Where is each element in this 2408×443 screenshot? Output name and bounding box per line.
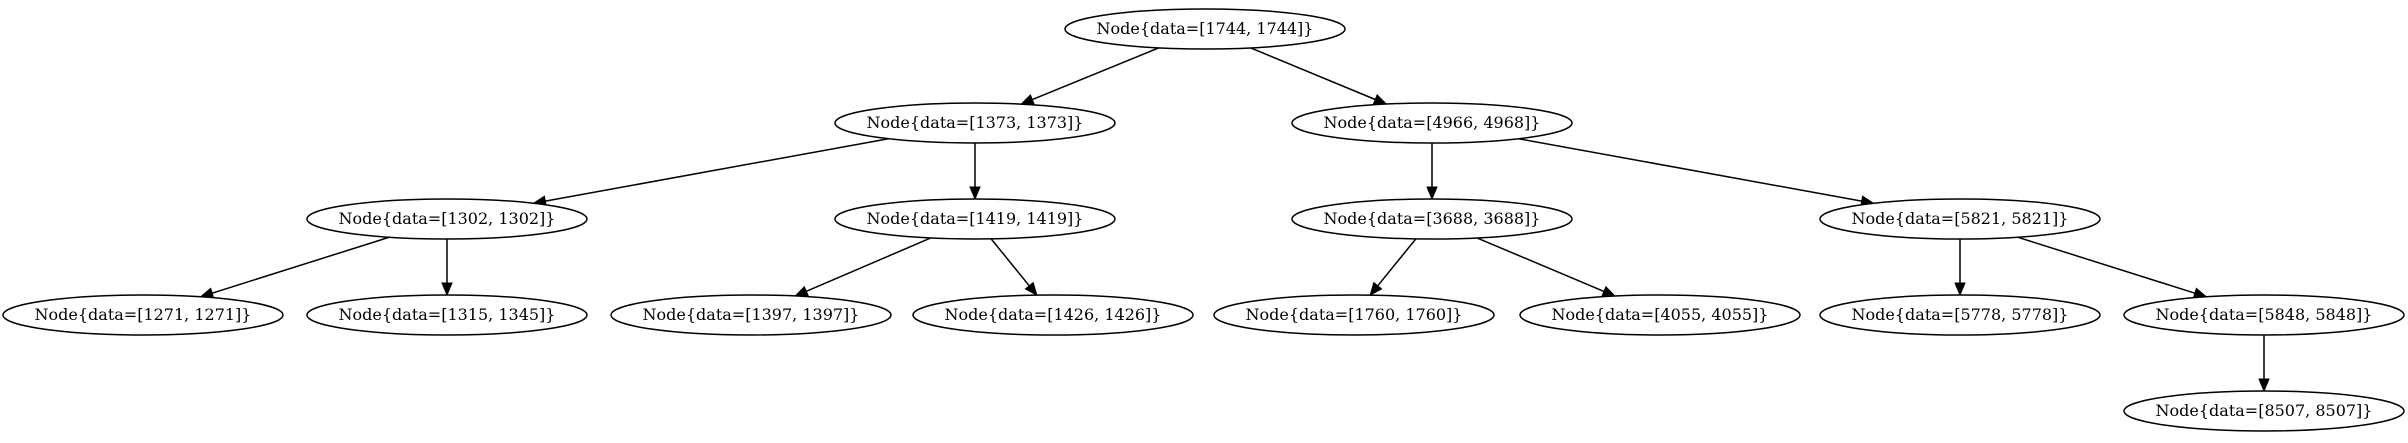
- edge-n1744-to-n4966: [1250, 47, 1376, 101]
- node-label: Node{data=[1426, 1426]}: [945, 305, 1162, 324]
- tree-node: Node{data=[1373, 1373]}: [834, 102, 1116, 144]
- node-label: Node{data=[5821, 5821]}: [1852, 209, 2069, 228]
- node-ellipse: [1213, 294, 1495, 336]
- node-label: Node{data=[1373, 1373]}: [867, 113, 1084, 132]
- edge-n1419-to-n1426: [990, 238, 1030, 287]
- tree-node: Node{data=[4055, 4055]}: [1519, 294, 1801, 336]
- edge-n1373-to-n1302: [545, 137, 889, 202]
- node-ellipse: [1291, 102, 1573, 144]
- node-label: Node{data=[1744, 1744]}: [1097, 19, 1314, 38]
- node-label: Node{data=[5848, 5848]}: [2156, 305, 2373, 324]
- node-ellipse: [1291, 198, 1573, 240]
- node-label: Node{data=[4055, 4055]}: [1552, 305, 1769, 324]
- arrowhead-icon: [1369, 281, 1383, 297]
- node-ellipse: [610, 294, 892, 336]
- node-ellipse: [1819, 198, 2101, 240]
- tree-node: Node{data=[5848, 5848]}: [2123, 294, 2405, 336]
- node-label: Node{data=[1419, 1419]}: [867, 209, 1084, 228]
- node-ellipse: [912, 294, 1194, 336]
- arrowhead-icon: [1601, 285, 1617, 297]
- node-label: Node{data=[1760, 1760]}: [1246, 305, 1463, 324]
- tree-node: Node{data=[4966, 4968]}: [1291, 102, 1573, 144]
- tree-node: Node{data=[5821, 5821]}: [1819, 198, 2101, 240]
- arrowhead-icon: [1019, 94, 1035, 105]
- node-ellipse: [1519, 294, 1801, 336]
- tree-node: Node{data=[1426, 1426]}: [912, 294, 1194, 336]
- node-ellipse: [2123, 390, 2405, 432]
- tree-node: Node{data=[1397, 1397]}: [610, 294, 892, 336]
- node-ellipse: [1819, 294, 2101, 336]
- node-ellipse: [306, 198, 588, 240]
- edge-n1302-to-n1271: [211, 236, 390, 294]
- tree-node: Node{data=[8507, 8507]}: [2123, 390, 2405, 432]
- node-ellipse: [1064, 8, 1346, 50]
- node-ellipse: [2, 294, 284, 336]
- arrowhead-icon: [1954, 282, 1966, 297]
- tree-node: Node{data=[1744, 1744]}: [1064, 8, 1346, 50]
- edge-n1744-to-n1373: [1032, 47, 1160, 101]
- arrowhead-icon: [794, 285, 810, 297]
- tree-node: Node{data=[1419, 1419]}: [834, 198, 1116, 240]
- tree-node: Node{data=[1302, 1302]}: [306, 198, 588, 240]
- edge-layer: [199, 47, 2270, 393]
- node-label: Node{data=[1315, 1345]}: [339, 305, 556, 324]
- edge-n4966-to-n5821: [1518, 137, 1862, 202]
- arrowhead-icon: [441, 282, 453, 297]
- edge-n3688-to-n4055: [1476, 237, 1605, 293]
- node-label: Node{data=[1271, 1271]}: [35, 305, 252, 324]
- tree-node: Node{data=[3688, 3688]}: [1291, 198, 1573, 240]
- node-label: Node{data=[4966, 4968]}: [1324, 113, 1541, 132]
- edge-n5821-to-n5848: [2017, 236, 2196, 294]
- node-label: Node{data=[8507, 8507]}: [2156, 401, 2373, 420]
- node-ellipse: [2123, 294, 2405, 336]
- node-label: Node{data=[1397, 1397]}: [643, 305, 860, 324]
- arrowhead-icon: [1372, 93, 1388, 105]
- tree-node: Node{data=[1315, 1345]}: [306, 294, 588, 336]
- node-ellipse: [834, 102, 1116, 144]
- edge-n3688-to-n1760: [1377, 238, 1417, 287]
- arrowhead-icon: [1426, 186, 1438, 201]
- node-label: Node{data=[5778, 5778]}: [1852, 305, 2069, 324]
- arrowhead-icon: [2258, 378, 2270, 393]
- node-label: Node{data=[3688, 3688]}: [1324, 209, 1541, 228]
- tree-node: Node{data=[1271, 1271]}: [2, 294, 284, 336]
- tree-node: Node{data=[5778, 5778]}: [1819, 294, 2101, 336]
- node-ellipse: [306, 294, 588, 336]
- edge-n1419-to-n1397: [806, 237, 932, 292]
- arrowhead-icon: [969, 186, 981, 201]
- node-label: Node{data=[1302, 1302]}: [339, 209, 556, 228]
- tree-node: Node{data=[1760, 1760]}: [1213, 294, 1495, 336]
- node-ellipse: [834, 198, 1116, 240]
- arrowhead-icon: [1024, 281, 1038, 297]
- node-layer: Node{data=[1744, 1744]} Node{data=[1373, …: [2, 8, 2405, 432]
